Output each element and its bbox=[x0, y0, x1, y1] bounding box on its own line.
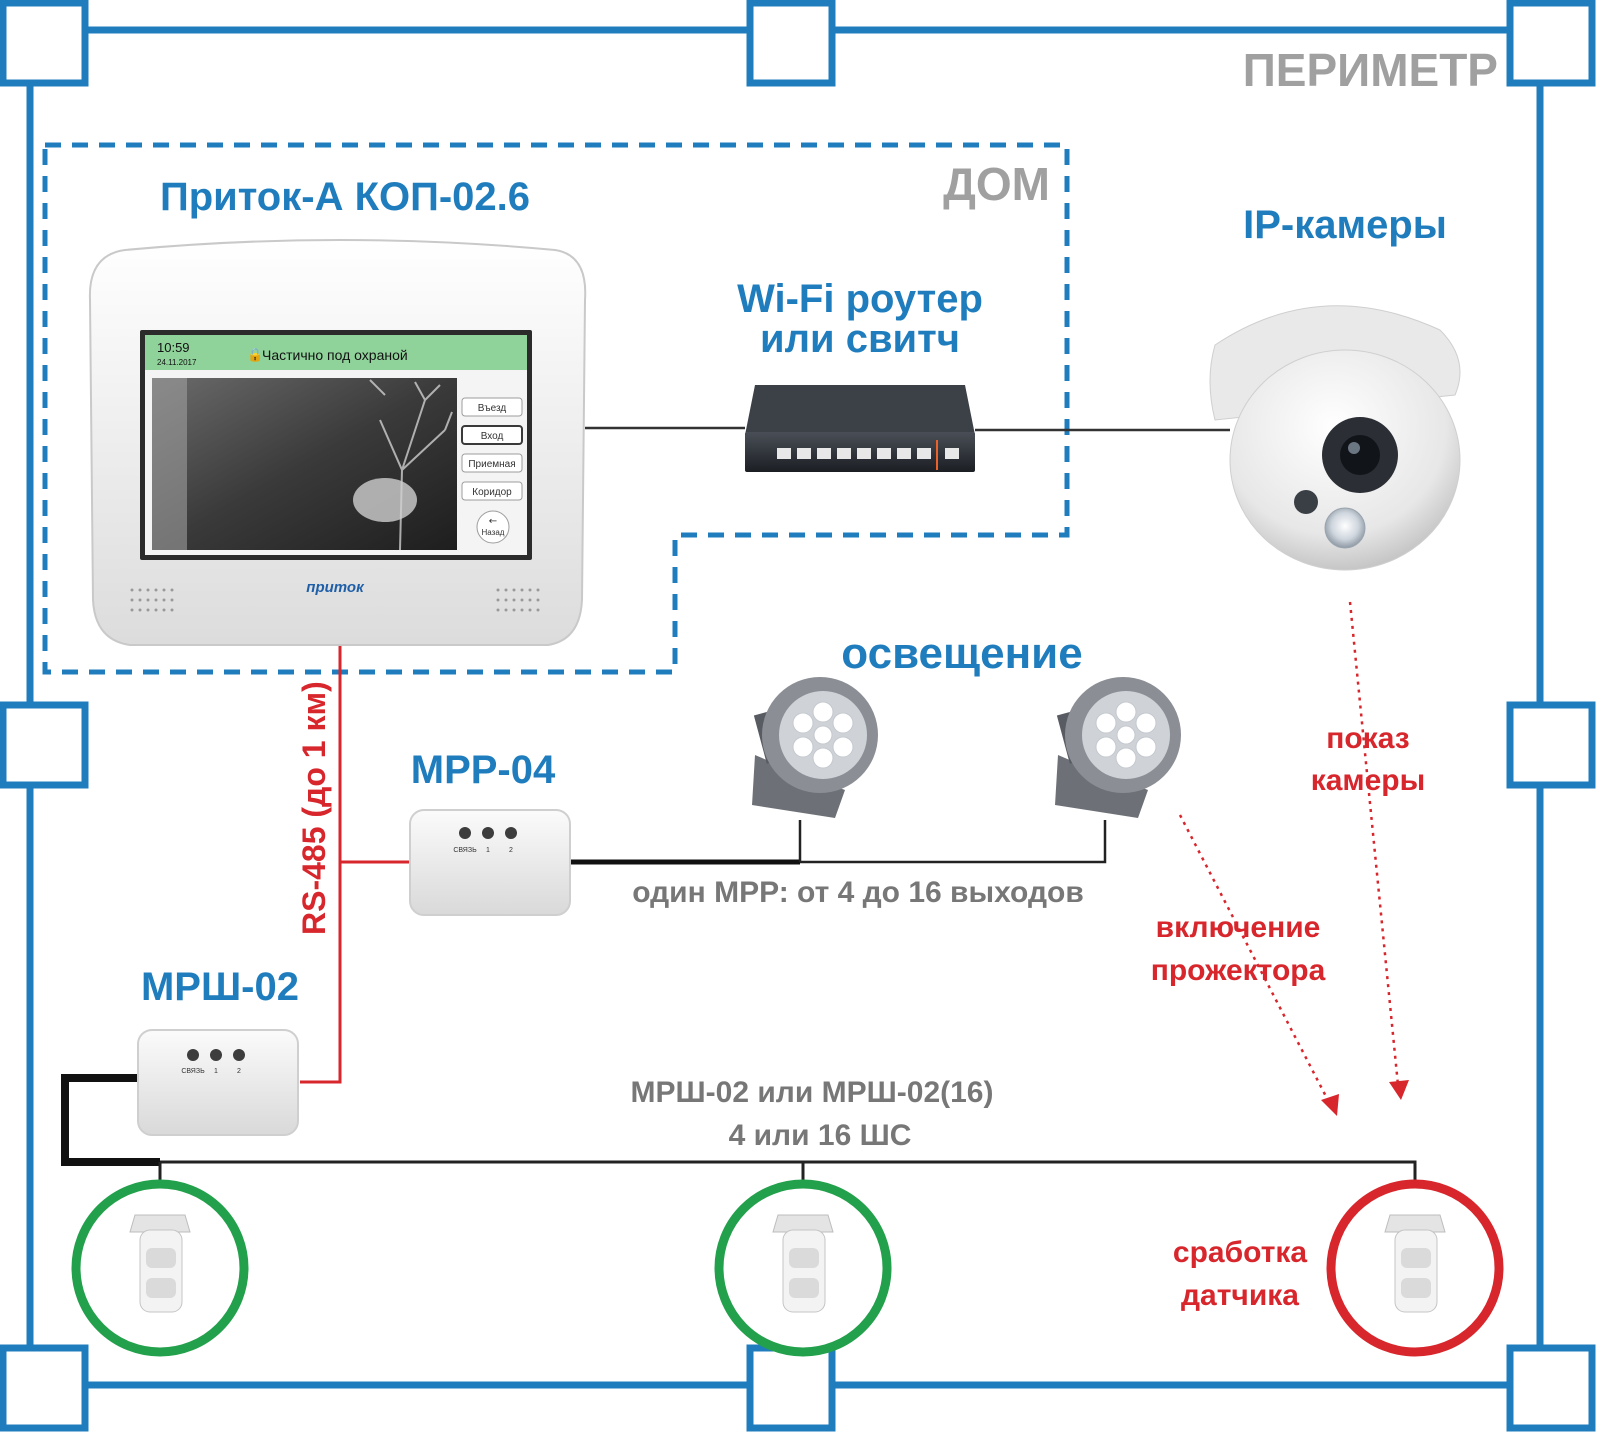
mrr-title: МРР-04 bbox=[411, 748, 556, 792]
perimeter-label: ПЕРИМЕТР bbox=[1243, 44, 1498, 96]
arrow-head-light bbox=[1321, 1094, 1339, 1116]
speaker-grille-right bbox=[496, 588, 540, 612]
svg-text:Вход: Вход bbox=[481, 431, 504, 442]
back-arrow-icon: ← bbox=[489, 516, 497, 527]
panel-btn-corridor[interactable] bbox=[461, 481, 523, 501]
svg-text:Въезд: Въезд bbox=[478, 403, 507, 414]
post-top-center bbox=[746, 0, 836, 87]
event-light-on-2: прожектора bbox=[1151, 954, 1326, 987]
floodlight-2 bbox=[1055, 677, 1181, 818]
svg-text:СВЯЗЬ: СВЯЗЬ bbox=[181, 1068, 205, 1075]
svg-text:2: 2 bbox=[509, 847, 513, 854]
panel-brand-logo: приток bbox=[306, 579, 365, 596]
panel-back-button[interactable] bbox=[476, 510, 510, 544]
post-top-right bbox=[1506, 0, 1596, 87]
panel-btn-door[interactable] bbox=[461, 425, 523, 445]
ip-camera bbox=[1209, 305, 1461, 571]
cameras-title: IP-камеры bbox=[1243, 203, 1447, 247]
post-bottom-center bbox=[746, 1344, 836, 1432]
mrsh-module: СВЯЗЬ 1 2 bbox=[137, 1029, 299, 1136]
svg-text:СВЯЗЬ: СВЯЗЬ bbox=[453, 847, 477, 854]
lighting-title: освещение bbox=[841, 629, 1082, 678]
mrr-note: один МРР: от 4 до 16 выходов bbox=[632, 876, 1084, 909]
sensor-loop bbox=[61, 1074, 1417, 1180]
arrow-head-camera bbox=[1389, 1080, 1409, 1100]
event-show-camera-2: камеры bbox=[1311, 764, 1426, 797]
event-sensor-trip-2: датчика bbox=[1181, 1279, 1299, 1312]
panel-btn-reception[interactable] bbox=[461, 453, 523, 473]
panel-status: Частично под охраной bbox=[262, 347, 408, 363]
router-ports bbox=[777, 448, 959, 459]
svg-text:2: 2 bbox=[237, 1068, 241, 1075]
mrsh-title: МРШ-02 bbox=[141, 965, 299, 1009]
rs485-bus bbox=[300, 645, 410, 1084]
post-top-left bbox=[0, 0, 89, 87]
panel-btn-entry[interactable] bbox=[461, 397, 523, 417]
mrr-module: СВЯЗЬ 1 2 bbox=[409, 809, 571, 916]
house-boundary bbox=[42, 142, 1070, 675]
panel-time: 10:59 bbox=[157, 340, 190, 355]
svg-text:Приемная: Приемная bbox=[468, 459, 515, 470]
panel-camera-view bbox=[152, 378, 457, 550]
post-mid-right bbox=[1506, 701, 1596, 789]
rs485-label: RS-485 (до 1 км) bbox=[296, 681, 332, 935]
relay-output-lines bbox=[568, 820, 1107, 865]
post-bottom-right bbox=[1506, 1344, 1596, 1432]
tree-branches bbox=[369, 379, 453, 551]
post-bottom-left bbox=[0, 1344, 89, 1432]
event-arrows bbox=[1178, 601, 1400, 1109]
svg-text:Коридор: Коридор bbox=[472, 487, 512, 498]
speaker-grille-left bbox=[130, 588, 174, 612]
event-light-on-1: включение bbox=[1156, 911, 1321, 944]
router-switch bbox=[745, 385, 975, 472]
panel-title: Приток-А КОП-02.6 bbox=[160, 175, 530, 219]
floodlight-1 bbox=[752, 677, 878, 818]
panel-status-bar bbox=[145, 335, 527, 370]
svg-text:1: 1 bbox=[214, 1068, 218, 1075]
post-mid-left bbox=[0, 701, 89, 789]
svg-text:1: 1 bbox=[486, 847, 490, 854]
svg-text:Назад: Назад bbox=[482, 528, 505, 537]
arrow-camera-show bbox=[1348, 601, 1400, 1086]
mrsh-note-line2: 4 или 16 ШС bbox=[729, 1119, 912, 1152]
panel-date: 24.11.2017 bbox=[157, 358, 197, 367]
sensor-2 bbox=[714, 1179, 892, 1357]
control-panel: 10:59 24.11.2017 🔒 Частично под охраной … bbox=[88, 239, 587, 646]
mrsh-note-line1: МРШ-02 или МРШ-02(16) bbox=[631, 1076, 994, 1109]
router-title-line2: или свитч bbox=[760, 317, 960, 361]
house-label: ДОМ bbox=[943, 158, 1050, 210]
event-show-camera-1: показ bbox=[1326, 722, 1409, 755]
sensor-3 bbox=[1326, 1179, 1504, 1357]
network-cables bbox=[585, 426, 1230, 432]
event-sensor-trip-1: сработка bbox=[1173, 1236, 1308, 1269]
lock-icon: 🔒 bbox=[247, 348, 263, 363]
router-title-line1: Wi-Fi роутер bbox=[737, 277, 983, 321]
sensor-1 bbox=[71, 1179, 249, 1357]
